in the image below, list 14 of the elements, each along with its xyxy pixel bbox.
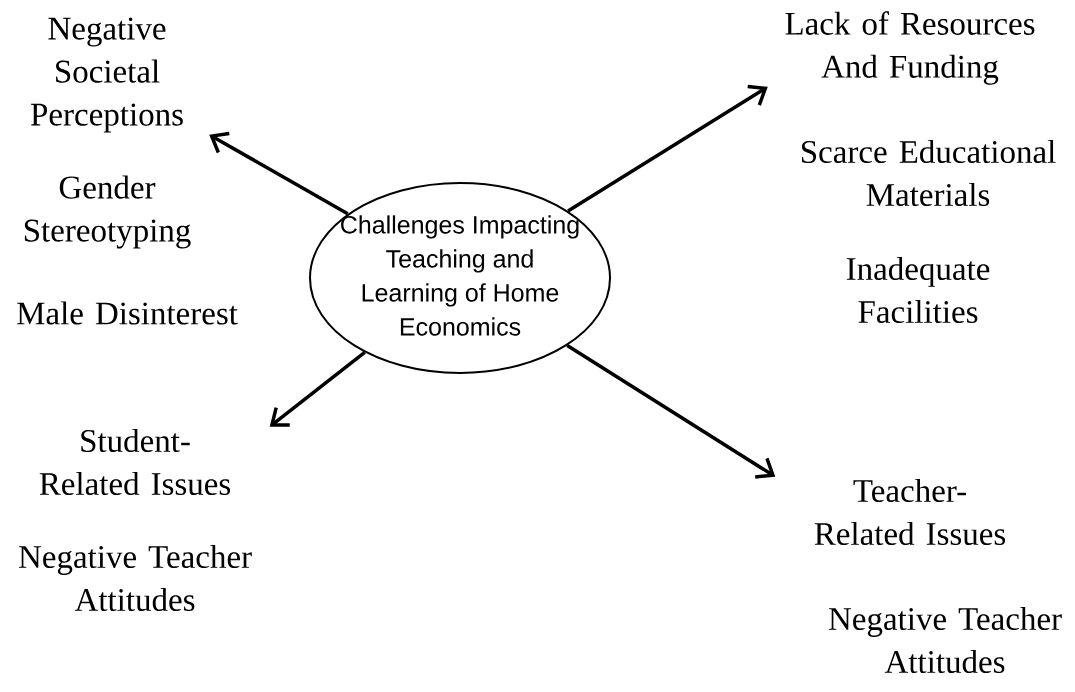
- category-label: Teacher-Related Issues: [814, 478, 1006, 546]
- item-text: Negative Teacher Attitudes: [828, 606, 1062, 674]
- category-label: Lack of Resources And Funding: [785, 11, 1035, 85]
- arrow: [269, 351, 366, 427]
- item-text: Negative Teacher Attitudes: [18, 544, 252, 612]
- item-text: Male Disinterest: [17, 301, 238, 325]
- category-label: Student-Related Issues: [39, 428, 231, 496]
- category-label: Negative Societal Perceptions: [31, 17, 183, 133]
- item-text: Gender Stereotyping: [24, 175, 191, 249]
- item-text: Scarce Educational Materials: [801, 139, 1056, 207]
- arrow: [567, 84, 768, 213]
- arrow: [566, 344, 776, 479]
- item-text: Inadequate Facilities: [846, 256, 990, 324]
- arrow: [209, 131, 349, 216]
